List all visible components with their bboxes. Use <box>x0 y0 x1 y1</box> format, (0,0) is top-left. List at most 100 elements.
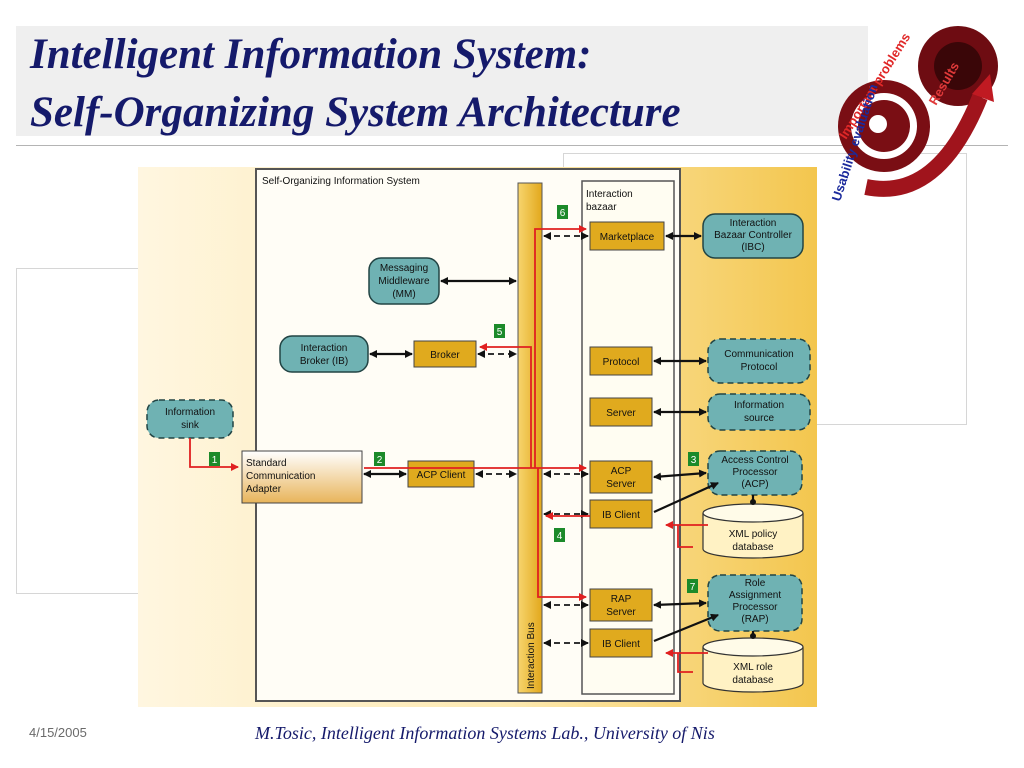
acp-server-box <box>589 460 653 494</box>
red-step-1 <box>189 438 239 471</box>
slide-date: 4/15/2005 <box>29 725 87 740</box>
comm-protocol-label-1: Communication <box>724 349 793 360</box>
xml-policy-db-top <box>702 503 804 523</box>
rap-proc-label-4: (RAP) <box>741 614 768 625</box>
marker-5-bg <box>494 324 505 338</box>
marker-4-bg <box>554 528 565 542</box>
acp-proc-label-2: Processor <box>732 467 778 478</box>
rap-processor-component <box>707 574 803 632</box>
marker-4: 4 <box>557 531 563 542</box>
dot-policy <box>750 499 756 505</box>
step-markers: 1 2 3 4 5 6 7 <box>209 205 699 593</box>
ibc-component <box>702 213 804 259</box>
title-line-1: Intelligent Information System: <box>30 31 592 78</box>
red-step-5 <box>479 343 532 468</box>
protocol-label: Protocol <box>603 357 640 368</box>
marker-1-bg <box>209 452 220 466</box>
comm-protocol-label-2: Protocol <box>741 362 778 373</box>
dashed-links <box>475 232 589 647</box>
mm-label-2: Middleware <box>378 276 430 287</box>
mm-label-3: (MM) <box>392 289 415 300</box>
info-sink-component <box>146 399 234 439</box>
link-rapserver-rapproc <box>653 599 707 609</box>
marker-6: 6 <box>560 208 566 219</box>
info-sink-label-2: sink <box>181 420 200 431</box>
info-source-label-1: Information <box>734 400 784 411</box>
ib-client-2-label: IB Client <box>602 639 640 650</box>
info-source-label-2: source <box>744 413 774 424</box>
ib-client-1-box <box>589 499 653 529</box>
logo-disc-right-core <box>934 42 982 90</box>
acp-proc-label-3: (ACP) <box>741 479 768 490</box>
marker-3-bg <box>688 452 699 466</box>
xml-policy-label-2: database <box>732 542 774 553</box>
title-background <box>16 26 868 136</box>
sca-label-3: Adapter <box>246 484 282 495</box>
acp-client-box <box>407 460 475 488</box>
xml-policy-label-1: XML policy <box>729 529 778 540</box>
architecture-diagram: Self-Organizing Information System Inter… <box>138 167 817 707</box>
ib-component <box>279 335 369 373</box>
xml-policy-db-body <box>702 513 804 559</box>
link-ibclient2-rapproc <box>653 613 719 643</box>
system-title: Self-Organizing Information System <box>262 176 420 187</box>
red-db-role-leg <box>677 653 693 673</box>
ib-client-1-label: IB Client <box>602 510 640 521</box>
marker-2: 2 <box>377 455 383 466</box>
slide-title: Intelligent Information System: Self-Org… <box>30 26 681 142</box>
sca-label-1: Standard <box>246 458 287 469</box>
xml-role-db-top <box>702 637 804 657</box>
logo-arc-head <box>972 74 994 102</box>
xml-role-db-body <box>702 647 804 693</box>
broker-box <box>413 340 477 368</box>
marker-6-bg <box>557 205 568 219</box>
bus-label: Interaction Bus <box>526 622 537 689</box>
protocol-box <box>589 346 653 376</box>
marker-7-bg <box>687 579 698 593</box>
interaction-bus <box>517 182 543 694</box>
rap-server-label-1: RAP <box>611 594 632 605</box>
rap-proc-label-2: Assignment <box>729 590 781 601</box>
marker-3: 3 <box>691 455 697 466</box>
red-step-6 <box>534 225 587 468</box>
marker-7: 7 <box>690 582 696 593</box>
info-source-component <box>707 393 811 431</box>
ib-label-1: Interaction <box>301 343 348 354</box>
server-label: Server <box>606 408 636 419</box>
broker-label: Broker <box>430 350 460 361</box>
xml-role-label-2: database <box>732 675 774 686</box>
sca-box <box>241 450 363 504</box>
logo-center-ring <box>869 115 887 133</box>
link-acpserver-acpproc <box>653 469 707 481</box>
ghost-left-frame <box>16 268 140 594</box>
acp-processor-component <box>707 450 803 496</box>
rap-server-label-2: Server <box>606 607 636 618</box>
ib-label-2: Broker (IB) <box>300 356 348 367</box>
ibc-label-2: Bazaar Controller <box>714 230 792 241</box>
acp-proc-label-1: Access Control <box>721 455 788 466</box>
server-box <box>589 397 653 427</box>
sca-label-2: Communication <box>246 471 315 482</box>
ibc-label-1: Interaction <box>730 218 777 229</box>
marketplace-box <box>589 221 665 251</box>
marketplace-label: Marketplace <box>600 232 655 243</box>
red-db-policy-leg <box>677 525 693 548</box>
bazaar-label-1: Interaction <box>586 189 633 200</box>
logo-arc <box>864 94 988 197</box>
acp-server-label-2: Server <box>606 479 636 490</box>
mm-component <box>368 257 440 305</box>
marker-1: 1 <box>212 455 218 466</box>
dot-role <box>750 633 756 639</box>
bazaar-label-2: bazaar <box>586 202 617 213</box>
marker-2-bg <box>374 452 385 466</box>
red-flow-path <box>189 225 708 673</box>
marker-5: 5 <box>497 327 503 338</box>
rap-proc-label-3: Processor <box>732 602 778 613</box>
ib-client-2-box <box>589 628 653 658</box>
title-line-2: Self-Organizing System Architecture <box>30 89 681 136</box>
comm-protocol-component <box>707 338 811 384</box>
info-sink-label-1: Information <box>165 407 215 418</box>
solid-links <box>363 232 755 643</box>
cycle-logo: Important problems Usability evaluation … <box>829 26 998 203</box>
red-step-7 <box>537 468 587 601</box>
